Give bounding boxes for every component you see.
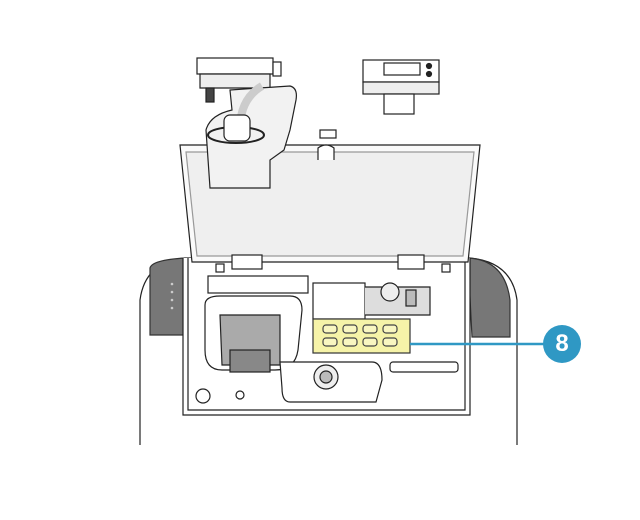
tray-interior (195, 263, 459, 404)
electronics-module (362, 59, 440, 115)
callout-badge: 8 (543, 325, 581, 363)
highlighted-component (312, 318, 411, 354)
pump-assembly (196, 57, 297, 189)
